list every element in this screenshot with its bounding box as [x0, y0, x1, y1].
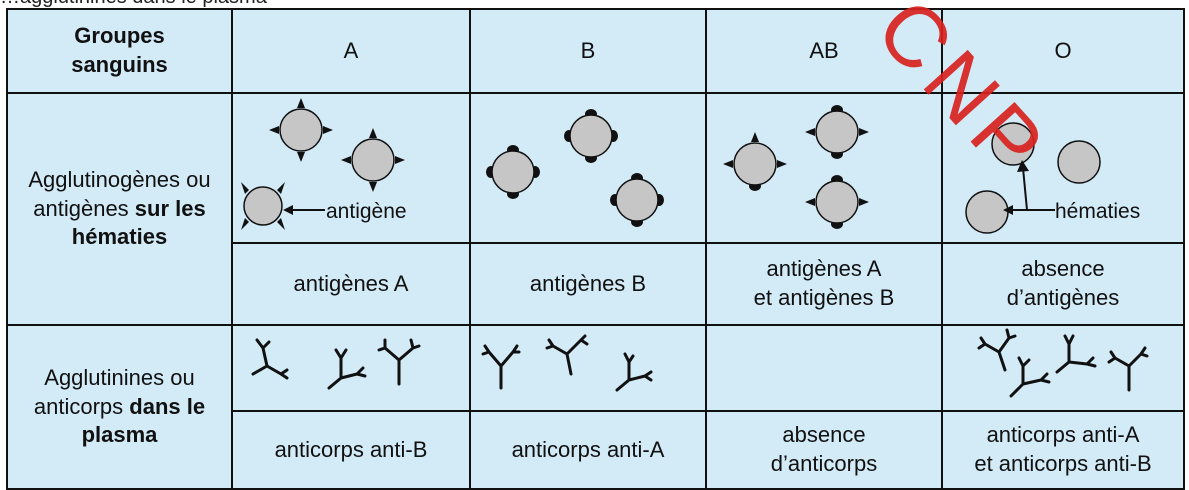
antibody [1055, 334, 1097, 374]
group-b-cells-svg [486, 109, 664, 227]
group-o-header: O [941, 8, 1185, 94]
antigen-pointer-arrow [283, 205, 325, 215]
red-cell [1057, 140, 1101, 184]
red-cell [805, 105, 869, 159]
antigens-label-text: Agglutinogènes ou antigènes [28, 167, 211, 221]
antibody-anti-b [251, 338, 289, 380]
group-b-antigens-text: antigènes B [469, 242, 707, 326]
header-line-2: sanguins [71, 52, 168, 77]
red-cell [965, 190, 1009, 234]
antigen-picture-row: Agglutinogènes ou antigènes sur les héma… [6, 92, 1185, 326]
group-o-antigen-picture: hématies [941, 92, 1185, 244]
red-cells-annotation: hématies [1055, 200, 1140, 223]
group-a-antibody-picture [231, 324, 471, 412]
group-a-antibodies-svg [251, 338, 421, 390]
caption: …agglutinines dans le plasma [0, 0, 1189, 8]
group-a-antibodies-text: anticorps anti-B [231, 410, 471, 490]
antibody-anti-b [377, 338, 421, 386]
group-ab-antibodies-text: absence d’anticorps [705, 410, 943, 490]
group-o-antibodies-text: anticorps anti-A et anticorps anti-B [941, 410, 1185, 490]
group-ab-cells-svg [723, 105, 869, 229]
antibody-picture-row: Agglutinines ou anticorps dans le plasma [6, 324, 1185, 490]
text-line: antigènes A [766, 256, 882, 282]
antibody-anti-a [545, 334, 589, 376]
text-line: d’antigènes [1006, 285, 1120, 310]
group-o-antibody-picture [941, 324, 1185, 412]
red-cell [610, 173, 664, 227]
antigens-row-label: Agglutinogènes ou antigènes sur les héma… [6, 92, 233, 326]
red-cell [723, 132, 787, 191]
antibody [1009, 356, 1051, 398]
red-cells-pointer-arrows [1003, 160, 1055, 215]
red-cell [241, 182, 285, 230]
group-b-header: B [469, 8, 707, 94]
antigens-label-bold: sur les hématies [71, 195, 206, 250]
antibodies-label-bold: dans le plasma [81, 393, 206, 448]
text-line: et antigènes B [753, 285, 895, 310]
antibodies-row-label: Agglutinines ou anticorps dans le plasma [6, 324, 233, 490]
group-ab-antigens-text: antigènes A et antigènes B [705, 242, 943, 326]
text-line: d’anticorps [770, 451, 878, 476]
antibodies-label-text: Agglutinines ou anticorps [33, 365, 195, 419]
red-cell [991, 122, 1035, 166]
red-cell [564, 109, 618, 163]
red-cell [341, 128, 405, 192]
red-cell [805, 175, 869, 229]
group-b-antibody-picture [469, 324, 707, 412]
group-b-antigen-picture [469, 92, 707, 244]
group-a-antigens-text: antigènes A [231, 242, 471, 326]
header-groups-label: Groupes sanguins [6, 8, 233, 94]
text-line: et anticorps anti-B [974, 451, 1152, 476]
antibody-anti-a [615, 352, 653, 392]
text-line: absence [1021, 256, 1105, 282]
group-a-cells-svg: antigène [241, 98, 407, 230]
group-o-antigens-text: absence d’antigènes [941, 242, 1185, 326]
text-line: anticorps anti-A [986, 422, 1140, 448]
group-ab-header: AB [705, 8, 943, 94]
antibody-anti-b [327, 348, 367, 390]
antigen-annotation: antigène [326, 200, 407, 223]
group-o-antibodies-svg [977, 328, 1149, 398]
group-a-antigen-picture: antigène [231, 92, 471, 244]
group-b-antibodies-text: anticorps anti-A [469, 410, 707, 490]
antibody [977, 328, 1017, 372]
text-line: absence [782, 422, 866, 448]
group-ab-antibody-picture [705, 324, 943, 412]
blood-groups-table: Groupes sanguins A B AB O Agglutinogènes… [6, 8, 1185, 490]
group-b-antibodies-svg [481, 334, 653, 392]
antigen-text-row: antigènes A antigènes B antigènes A et a… [7, 242, 1185, 326]
group-ab-antigen-picture [705, 92, 943, 244]
antibody [1107, 346, 1149, 392]
antibody-anti-a [481, 344, 521, 390]
red-cell [269, 98, 333, 162]
group-o-cells-svg: hématies [965, 122, 1140, 234]
header-line-1: Groupes [74, 23, 165, 49]
group-a-header: A [231, 8, 471, 94]
header-row: Groupes sanguins A B AB O [6, 8, 1185, 94]
red-cell [486, 145, 540, 199]
